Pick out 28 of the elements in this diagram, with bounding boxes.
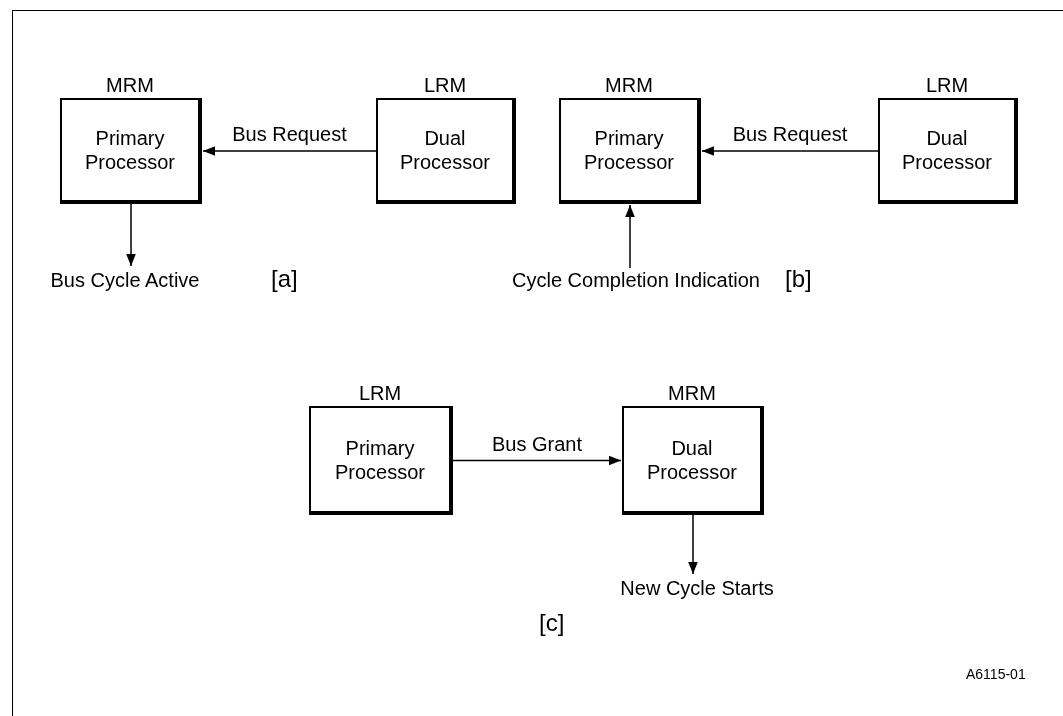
role-heading: LRM [357,381,403,405]
processor-name: Dual Processor [646,435,738,484]
role-heading: MRM [604,73,654,97]
figure-id: A6115-01 [966,665,1026,684]
signal-label: Bus Cycle Active [50,268,200,292]
arrow [202,146,377,156]
edge-label: Bus Request [232,122,347,146]
role-heading: MRM [667,381,717,405]
signal-label: Cycle Completion Indication [512,268,760,292]
panel-label: [c] [539,610,565,636]
processor-name: Dual Processor [399,126,491,174]
processor-name: Dual Processor [901,126,993,174]
arrow [688,514,698,575]
arrow [126,203,136,267]
arrow [625,204,635,269]
panel-label: [a] [271,266,298,292]
processor-name: Primary Processor [334,435,426,484]
arrow [701,146,879,156]
edge-label: Bus Request [732,122,848,146]
processor-name: Primary Processor [84,126,176,174]
panel-label: [b] [785,266,812,292]
edge-label: Bus Grant [492,431,582,456]
arrow [452,455,622,466]
processor-name: Primary Processor [583,126,675,174]
signal-label: New Cycle Starts [620,576,774,600]
role-heading: LRM [422,73,468,97]
role-heading: LRM [924,73,970,97]
role-heading: MRM [105,73,155,97]
